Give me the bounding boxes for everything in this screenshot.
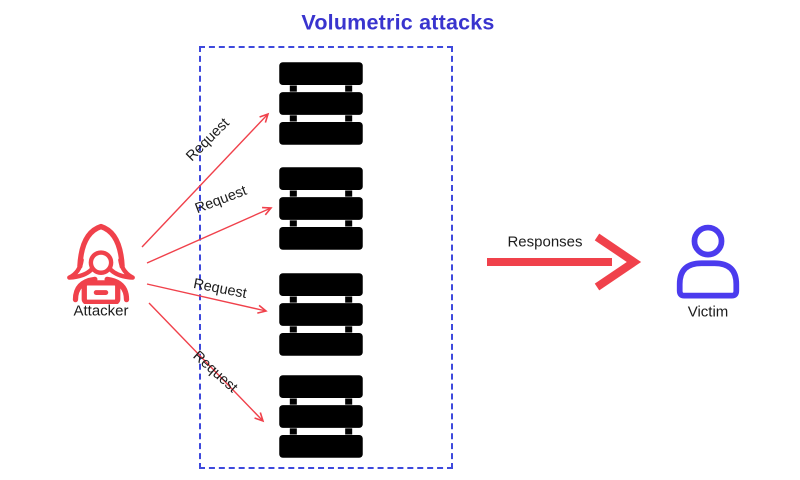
attacker-label: Attacker [73, 302, 129, 320]
attacker-hacker-icon [67, 223, 135, 304]
diagram-title: Volumetric attacks [301, 10, 495, 35]
victim-label: Victim [687, 303, 729, 321]
victim-person-icon [676, 224, 740, 299]
responses-label: Responses [507, 233, 583, 251]
volumetric-zone-border [199, 46, 453, 469]
